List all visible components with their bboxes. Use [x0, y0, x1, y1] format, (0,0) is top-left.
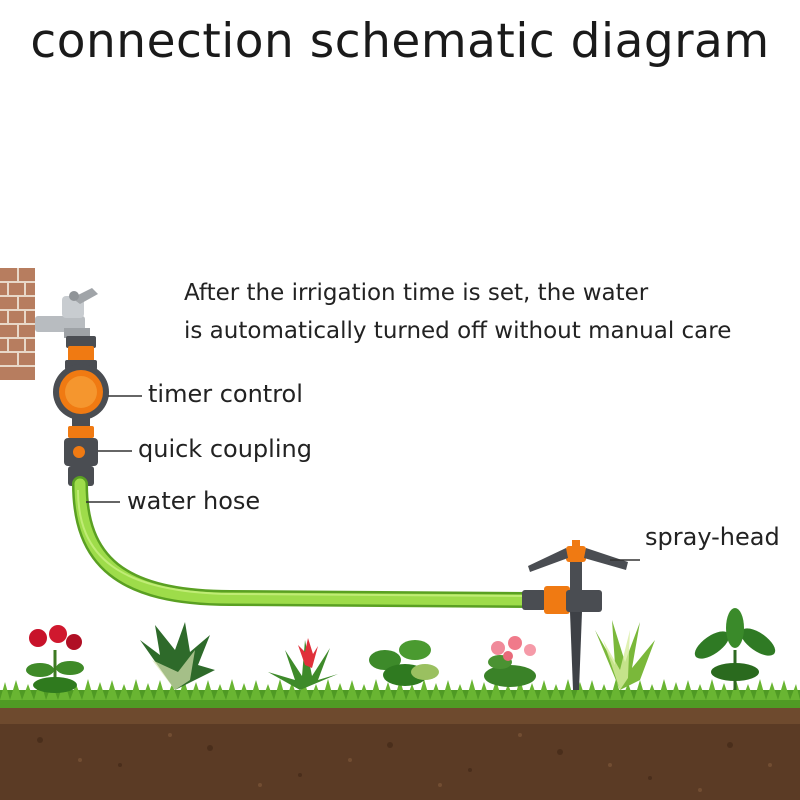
- flowering-plant: [484, 636, 536, 687]
- description-line-2: is automatically turned off without manu…: [184, 318, 732, 344]
- brick-wall: [0, 268, 35, 380]
- croton-plant: [140, 622, 215, 690]
- grass: [0, 679, 800, 708]
- label-timer-control: timer control: [148, 380, 303, 408]
- banana-plant: [694, 608, 776, 690]
- diagram-title: connection schematic diagram: [30, 14, 770, 69]
- water-faucet: [35, 288, 98, 338]
- rose-plant: [26, 625, 84, 693]
- soil: [0, 704, 800, 800]
- leafy-plant: [369, 640, 439, 686]
- bromeliad-plant: [268, 638, 338, 690]
- label-spray-head: spray-head: [645, 523, 780, 551]
- description-line-1: After the irrigation time is set, the wa…: [184, 280, 649, 306]
- sprinkler-assembly: [522, 540, 628, 690]
- hose-path: [72, 476, 536, 608]
- label-quick-coupling: quick coupling: [138, 435, 312, 463]
- timer-assembly: [53, 336, 109, 428]
- label-water-hose: water hose: [127, 487, 261, 515]
- striped-plant: [595, 620, 655, 690]
